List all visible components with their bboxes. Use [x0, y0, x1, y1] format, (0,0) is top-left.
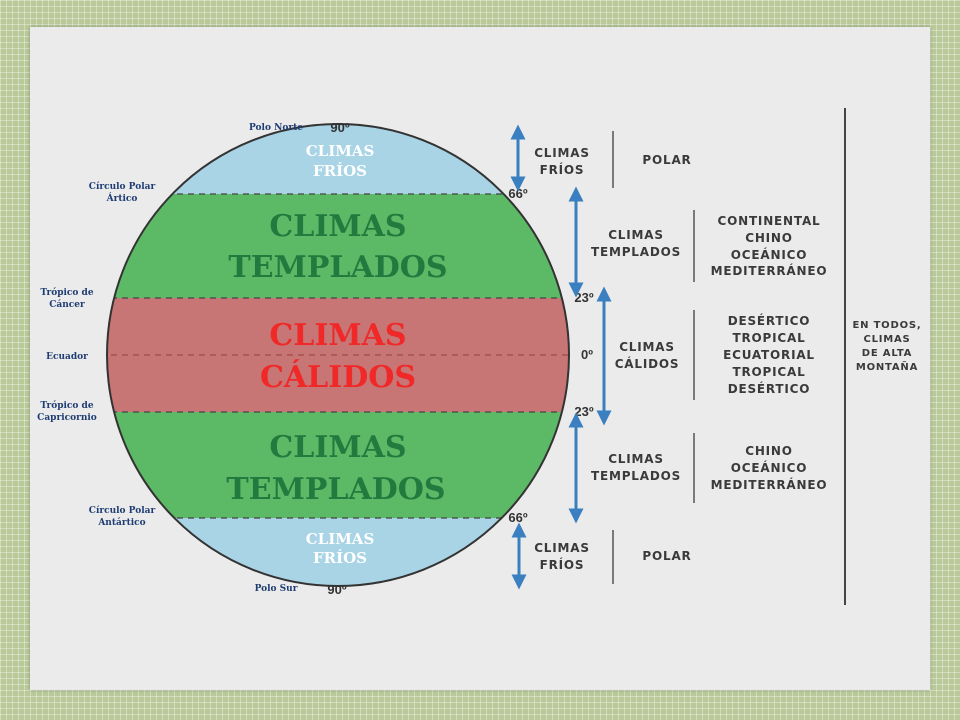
zone-warm-type-4: DESÉRTICO: [728, 381, 811, 396]
lat-south-66: 66º: [508, 510, 527, 525]
capricorn-label-2: Capricornio: [37, 413, 97, 423]
lat-north-23: 23º: [574, 290, 593, 305]
north-pole-label: Polo Norte: [249, 123, 303, 133]
south-pole-label: Polo Sur: [255, 584, 298, 594]
equator-label: Ecuador: [46, 352, 88, 362]
globe-outline: [106, 123, 570, 587]
zone-warm-type-2: ECUATORIAL: [723, 348, 815, 362]
temperate-top-line2: TEMPLADOS: [228, 250, 447, 285]
band-warm: [107, 298, 569, 412]
antarctic-circle-label-2: Antártico: [97, 517, 145, 528]
zone-temperate-north-type-0: CONTINENTAL: [718, 214, 821, 228]
lat-south-90: 90º: [327, 582, 346, 597]
capricorn-label-1: Trópico de: [40, 400, 93, 411]
zone-warm-label-1: CLIMAS: [619, 340, 675, 354]
zone-cold-south-label-2: FRÍOS: [540, 557, 585, 572]
lat-equator-0: 0º: [581, 347, 593, 362]
mountain-line-1: EN TODOS,: [852, 320, 921, 331]
zone-warm-label-2: CÁLIDOS: [615, 356, 680, 371]
zone-temperate-south-type-0: CHINO: [745, 444, 793, 458]
band-temperate-bottom: [107, 412, 569, 518]
mountain-line-3: DE ALTA: [862, 348, 912, 359]
cancer-label-1: Trópico de: [40, 287, 93, 298]
temperate-bottom-line1: CLIMAS: [269, 430, 406, 465]
zone-temperate-south-label-1: CLIMAS: [608, 452, 664, 466]
zone-cold-north-label-2: FRÍOS: [540, 162, 585, 177]
zone-cold-north-label-1: CLIMAS: [534, 146, 590, 160]
zone-temperate-north-label-2: TEMPLADOS: [591, 245, 681, 259]
temperate-bottom-line2: TEMPLADOS: [226, 472, 445, 507]
arctic-circle-label-2: Ártico: [106, 192, 138, 204]
cold-bottom-line1: CLIMAS: [306, 530, 375, 548]
zone-temperate-north-label-1: CLIMAS: [608, 228, 664, 242]
zone-warm-type-1: TROPICAL: [732, 331, 805, 345]
cold-bottom-line2: FRÍOS: [313, 549, 367, 567]
lat-south-23: 23º: [574, 404, 593, 419]
temperate-top-line1: CLIMAS: [269, 209, 406, 244]
mountain-line-2: CLIMAS: [863, 334, 910, 345]
zone-cold-north-type-0: POLAR: [642, 153, 691, 167]
antarctic-circle-label-1: Círculo Polar: [89, 505, 156, 516]
zone-temperate-north-type-3: MEDITERRÁNEO: [711, 263, 828, 278]
lat-north-66: 66º: [508, 186, 527, 201]
cold-top-line2: FRÍOS: [313, 162, 367, 180]
zone-temperate-south-label-2: TEMPLADOS: [591, 469, 681, 483]
zone-temperate-north-type-1: CHINO: [745, 231, 793, 245]
band-temperate-top: [107, 194, 569, 298]
zone-warm-type-3: TROPICAL: [732, 365, 805, 379]
zone-cold-south-label-1: CLIMAS: [534, 541, 590, 555]
warm-line2: CÁLIDOS: [260, 359, 416, 395]
lat-north-90: 90º: [330, 120, 349, 135]
cold-top-line1: CLIMAS: [306, 142, 375, 160]
zone-warm-type-0: DESÉRTICO: [728, 313, 811, 328]
zone-temperate-north-type-2: OCEÁNICO: [731, 247, 807, 262]
zone-temperate-south-type-2: MEDITERRÁNEO: [711, 477, 828, 492]
cancer-label-2: Cáncer: [49, 299, 85, 310]
mountain-line-4: MONTAÑA: [856, 360, 918, 373]
zone-temperate-south-type-1: OCEÁNICO: [731, 460, 807, 475]
warm-line1: CLIMAS: [269, 318, 406, 353]
arctic-circle-label-1: Círculo Polar: [89, 181, 156, 192]
zone-cold-south-type-0: POLAR: [642, 549, 691, 563]
